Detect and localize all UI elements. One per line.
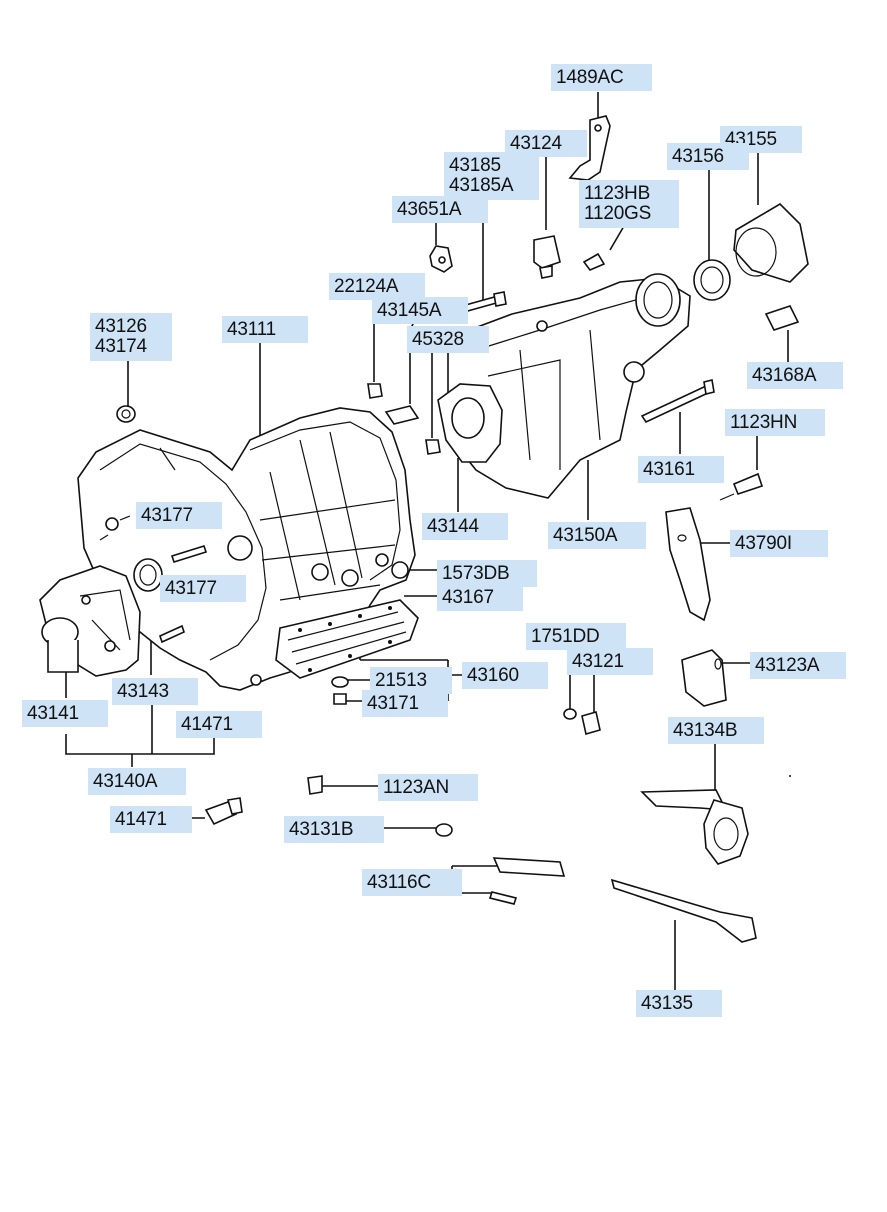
label-41471-top: 41471 [176,711,262,738]
label-43135: 43135 [636,990,722,1017]
speck [789,775,791,777]
label-41471-bottom: 41471 [110,806,192,833]
dowel-pins-43177 [159,545,208,644]
label-43790I: 43790I [730,530,828,557]
label-43150A: 43150A [548,522,646,549]
bolt-1123AN [307,775,323,795]
plug-43131B [435,823,453,837]
label-43177-top: 43177 [136,502,222,529]
label-43140A: 43140A [88,768,186,795]
plug-22124A [367,383,383,399]
plug-43168A [764,305,800,331]
bolt-43161 [640,379,715,424]
bolt-43121 [563,708,601,736]
label-43145A: 43145A [372,297,468,324]
bolt-1123HN [719,472,764,501]
label-1489AC: 1489AC [551,64,652,91]
gasket-43144 [437,383,503,463]
label-1123HB-group: 1123HB 1120GS [579,180,679,228]
label-43177-bottom: 43177 [160,575,246,602]
label-43126: 43126 [95,316,147,337]
label-43126-group: 43126 43174 [90,313,172,361]
label-43168A: 43168A [747,362,843,389]
label-43167: 43167 [437,584,523,611]
label-43160: 43160 [462,662,548,689]
label-43111: 43111 [222,316,308,343]
bracket-43790I [665,507,711,622]
label-43141: 43141 [22,700,108,727]
label-43134B: 43134B [668,717,764,744]
plug-1573DB [391,561,409,579]
bracket-43123A [681,649,727,707]
seal-43126 [116,405,136,423]
label-45328: 45328 [407,326,489,353]
bolt-45328 [425,439,441,455]
front-cover-43141 [39,565,141,677]
label-43143: 43143 [112,678,198,705]
label-43185: 43185 [449,155,501,176]
label-43131B: 43131B [284,816,384,843]
label-43144: 43144 [422,513,508,540]
bolt-43185A [460,291,507,313]
bracket-43145A [384,405,420,425]
drain-plug-43171 [331,676,349,705]
label-43116C: 43116C [362,869,462,896]
label-1120GS: 1120GS [584,203,652,224]
bolt-1123HB [582,252,606,271]
bracket-43134B [640,789,749,865]
switch-43124 [533,235,561,279]
extension-housing-43150A [447,273,691,499]
label-43651A: 43651A [392,196,488,223]
label-21513: 21513 [370,667,452,694]
label-1123HN: 1123HN [725,409,825,436]
dust-boot-43155 [733,202,809,283]
label-43124: 43124 [505,130,587,157]
label-43171: 43171 [362,690,448,717]
bar-43135 [610,878,757,943]
label-1123AN: 1123AN [378,774,478,801]
leader-lines [65,92,789,990]
label-43161: 43161 [638,456,724,483]
label-43174: 43174 [95,336,147,357]
label-1123HB: 1123HB [584,183,651,204]
label-43156: 43156 [667,143,749,170]
label-22124A: 22124A [329,273,425,300]
label-43121: 43121 [567,648,653,675]
label-1573DB: 1573DB [437,560,537,587]
label-43185A: 43185A [449,175,514,196]
bracket-43651A [429,245,453,273]
bolt-41471 [204,797,243,826]
label-1751DD: 1751DD [526,623,626,650]
label-43185-group: 43185 43185A [444,152,539,200]
label-43123A: 43123A [750,652,846,679]
seal-43156 [693,259,731,301]
pin-set-43116C [488,857,566,905]
oil-seal-43143 [133,558,163,592]
oil-pan-43160 [275,599,419,679]
